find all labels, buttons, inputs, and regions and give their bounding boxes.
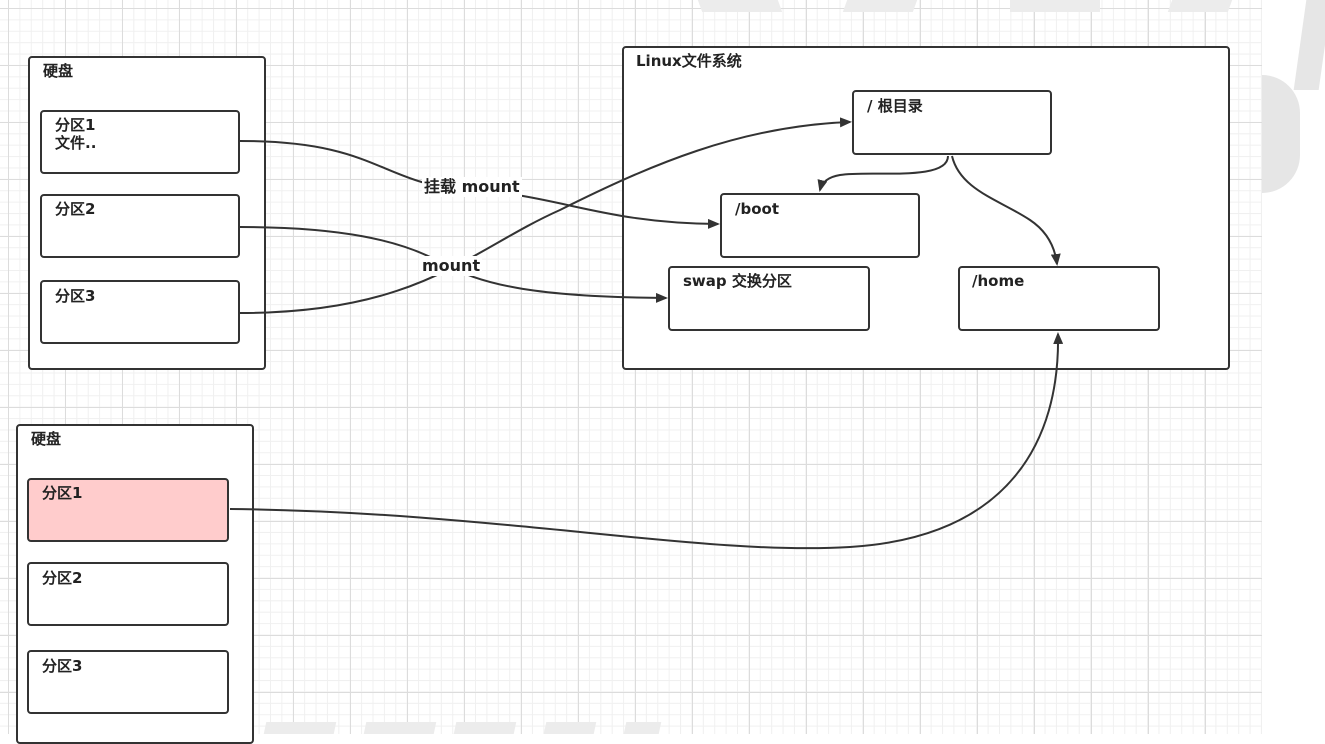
partition-label: 分区2 — [55, 200, 96, 218]
disk-partition[interactable] — [27, 650, 229, 714]
disk-title: 硬盘 — [43, 62, 74, 80]
partition-label: 分区1 文件.. — [55, 116, 97, 152]
home-dir-label: /home — [972, 272, 1025, 290]
partition-label: 分区1 — [42, 484, 83, 502]
partition-label: 分区2 — [42, 569, 83, 587]
disk-partition[interactable] — [40, 110, 240, 174]
watermark-shape — [1262, 75, 1300, 193]
watermark-shape — [1293, 0, 1325, 90]
disk-partition-highlighted[interactable] — [27, 478, 229, 542]
watermark-shape — [363, 722, 437, 734]
disk-partition[interactable] — [40, 280, 240, 344]
root-dir-node[interactable] — [852, 90, 1052, 155]
linux-filesystem-title: Linux文件系统 — [636, 52, 742, 70]
partition-label: 分区3 — [55, 287, 96, 305]
watermark-shape — [1010, 0, 1100, 12]
root-dir-label: / 根目录 — [867, 97, 923, 115]
mount-edge-label: 挂载 mount — [422, 177, 522, 197]
watermark-shape — [543, 722, 597, 734]
home-dir-node[interactable] — [958, 266, 1160, 331]
watermark-shape — [453, 722, 517, 734]
disk-partition[interactable] — [40, 194, 240, 258]
partition-label: 分区3 — [42, 657, 83, 675]
watermark-shape — [697, 0, 783, 12]
watermark-shape — [842, 0, 918, 12]
mount-edge-label: mount — [420, 256, 483, 276]
watermark-shape — [263, 722, 337, 734]
disk-partition[interactable] — [27, 562, 229, 626]
watermark-shape — [623, 722, 662, 734]
boot-dir-label: /boot — [735, 200, 779, 218]
watermark-shape — [1167, 0, 1233, 12]
swap-label: swap 交换分区 — [683, 272, 792, 290]
disk-title: 硬盘 — [31, 430, 62, 448]
